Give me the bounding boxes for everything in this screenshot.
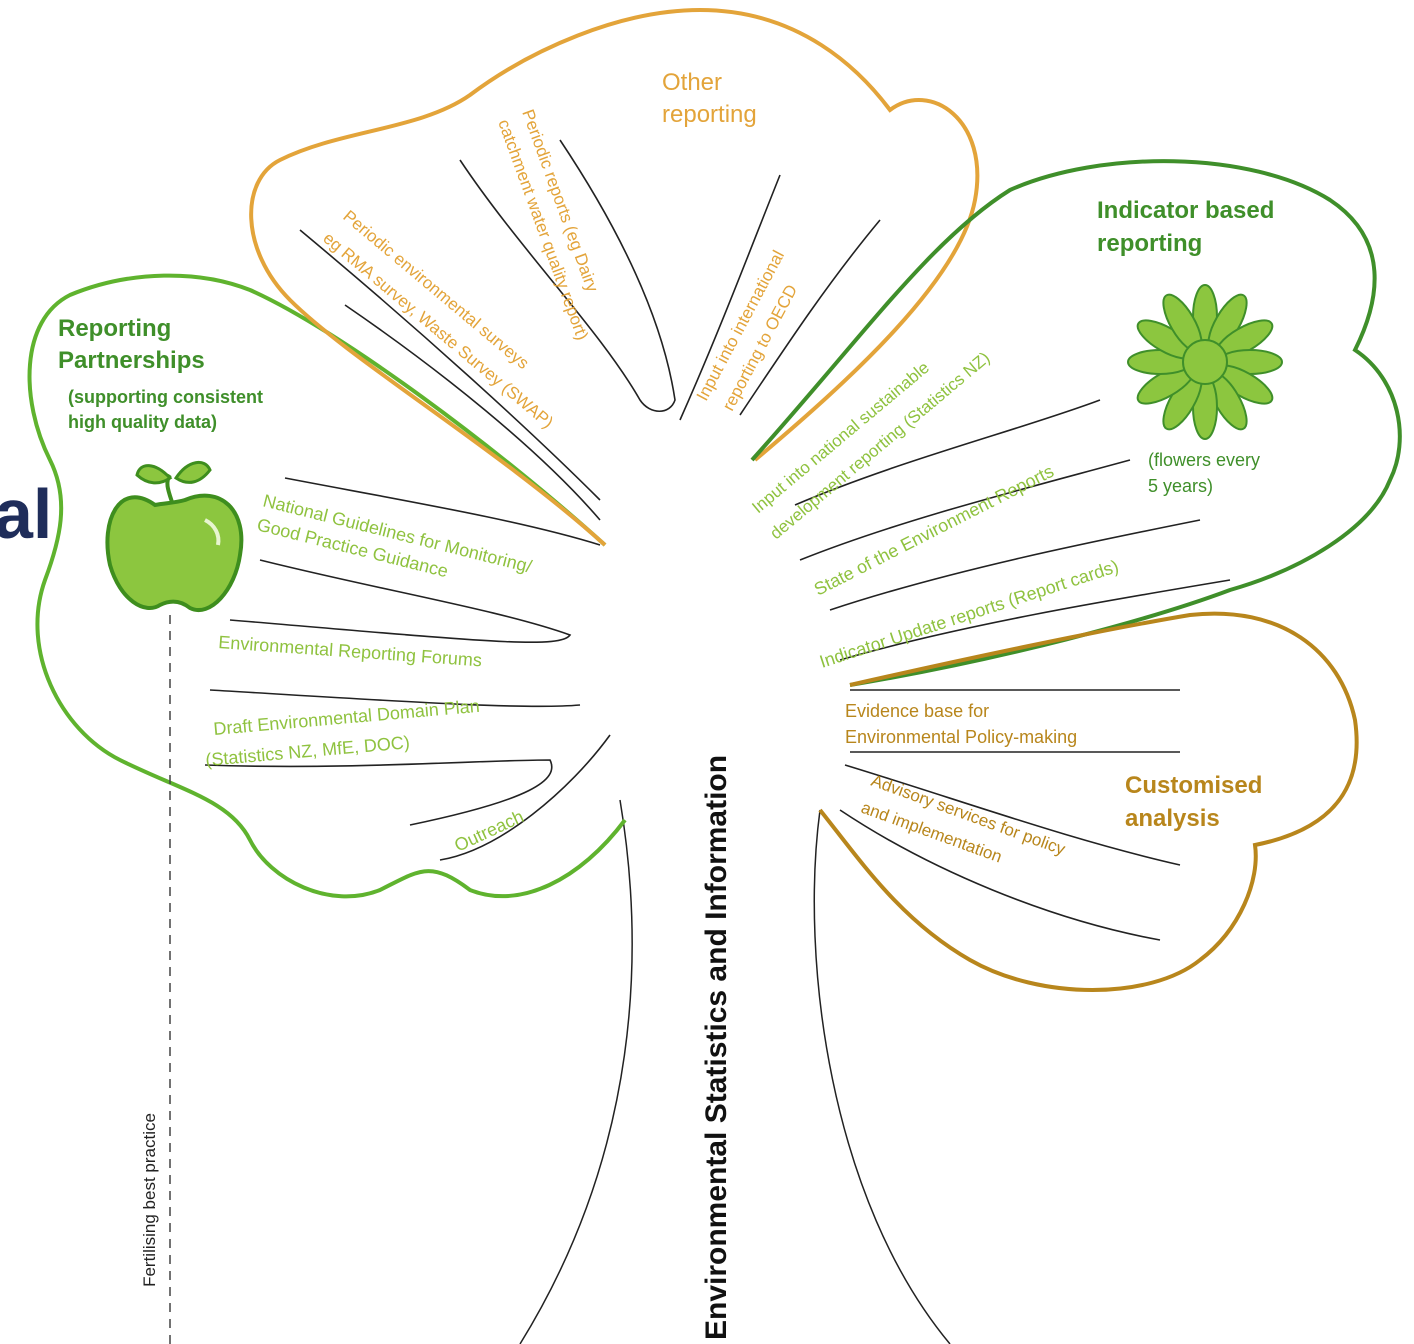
apple-icon: [105, 461, 244, 612]
tree-trunk: [519, 799, 633, 1344]
indicator-note: (flowers every: [1148, 450, 1260, 470]
flower-icon: [1127, 284, 1283, 440]
partnerships-heading: Reporting: [58, 315, 171, 342]
customised-heading: Customised: [1125, 772, 1262, 799]
leaf-indicator: [750, 159, 1402, 687]
side-label: Fertilising best practice: [140, 1113, 159, 1287]
vein-line: [794, 399, 1101, 506]
vein-line: [839, 809, 1161, 941]
partnerships-subtitle: (supporting consistent: [68, 387, 263, 407]
leaf-partnerships: [27, 273, 627, 899]
indicator-note-2: 5 years): [1148, 476, 1213, 496]
leaf-other-reporting: [249, 7, 980, 547]
page-title-fragment: al: [0, 475, 52, 553]
vein-line: [739, 219, 881, 416]
vein-line: [679, 174, 781, 421]
vein-line: [439, 734, 611, 861]
indicator-heading: Indicator based: [1097, 197, 1274, 224]
vein-line: [209, 689, 581, 708]
other-reporting-heading: Other: [662, 69, 722, 96]
vein-line: [204, 759, 553, 826]
trunk-label: Environmental Statistics and Information: [700, 755, 733, 1340]
other-reporting-item: eg RMA survey, Waste Survey (SWAP): [319, 229, 557, 433]
customised-item: Evidence base for: [845, 701, 989, 721]
partnerships-heading-2: Partnerships: [58, 347, 205, 374]
other-reporting-heading-2: reporting: [662, 101, 757, 128]
vein-line: [459, 139, 676, 413]
vein-line: [299, 229, 601, 501]
leaf-customised: [818, 611, 1359, 992]
partnerships-subtitle-2: high quality data): [68, 412, 217, 432]
vein-line: [839, 579, 1231, 661]
tree-trunk-right: [813, 809, 951, 1344]
customised-item: Environmental Policy-making: [845, 727, 1077, 747]
vein-line: [284, 477, 601, 546]
partnerships-item: Draft Environmental Domain Plan: [213, 696, 481, 739]
vein-line: [344, 304, 601, 521]
vein-line: [844, 764, 1181, 866]
vein-line: [229, 559, 572, 644]
vein-line: [829, 519, 1201, 611]
customised-heading-2: analysis: [1125, 805, 1220, 832]
vein-line: [799, 459, 1131, 561]
indicator-heading-2: reporting: [1097, 230, 1202, 257]
